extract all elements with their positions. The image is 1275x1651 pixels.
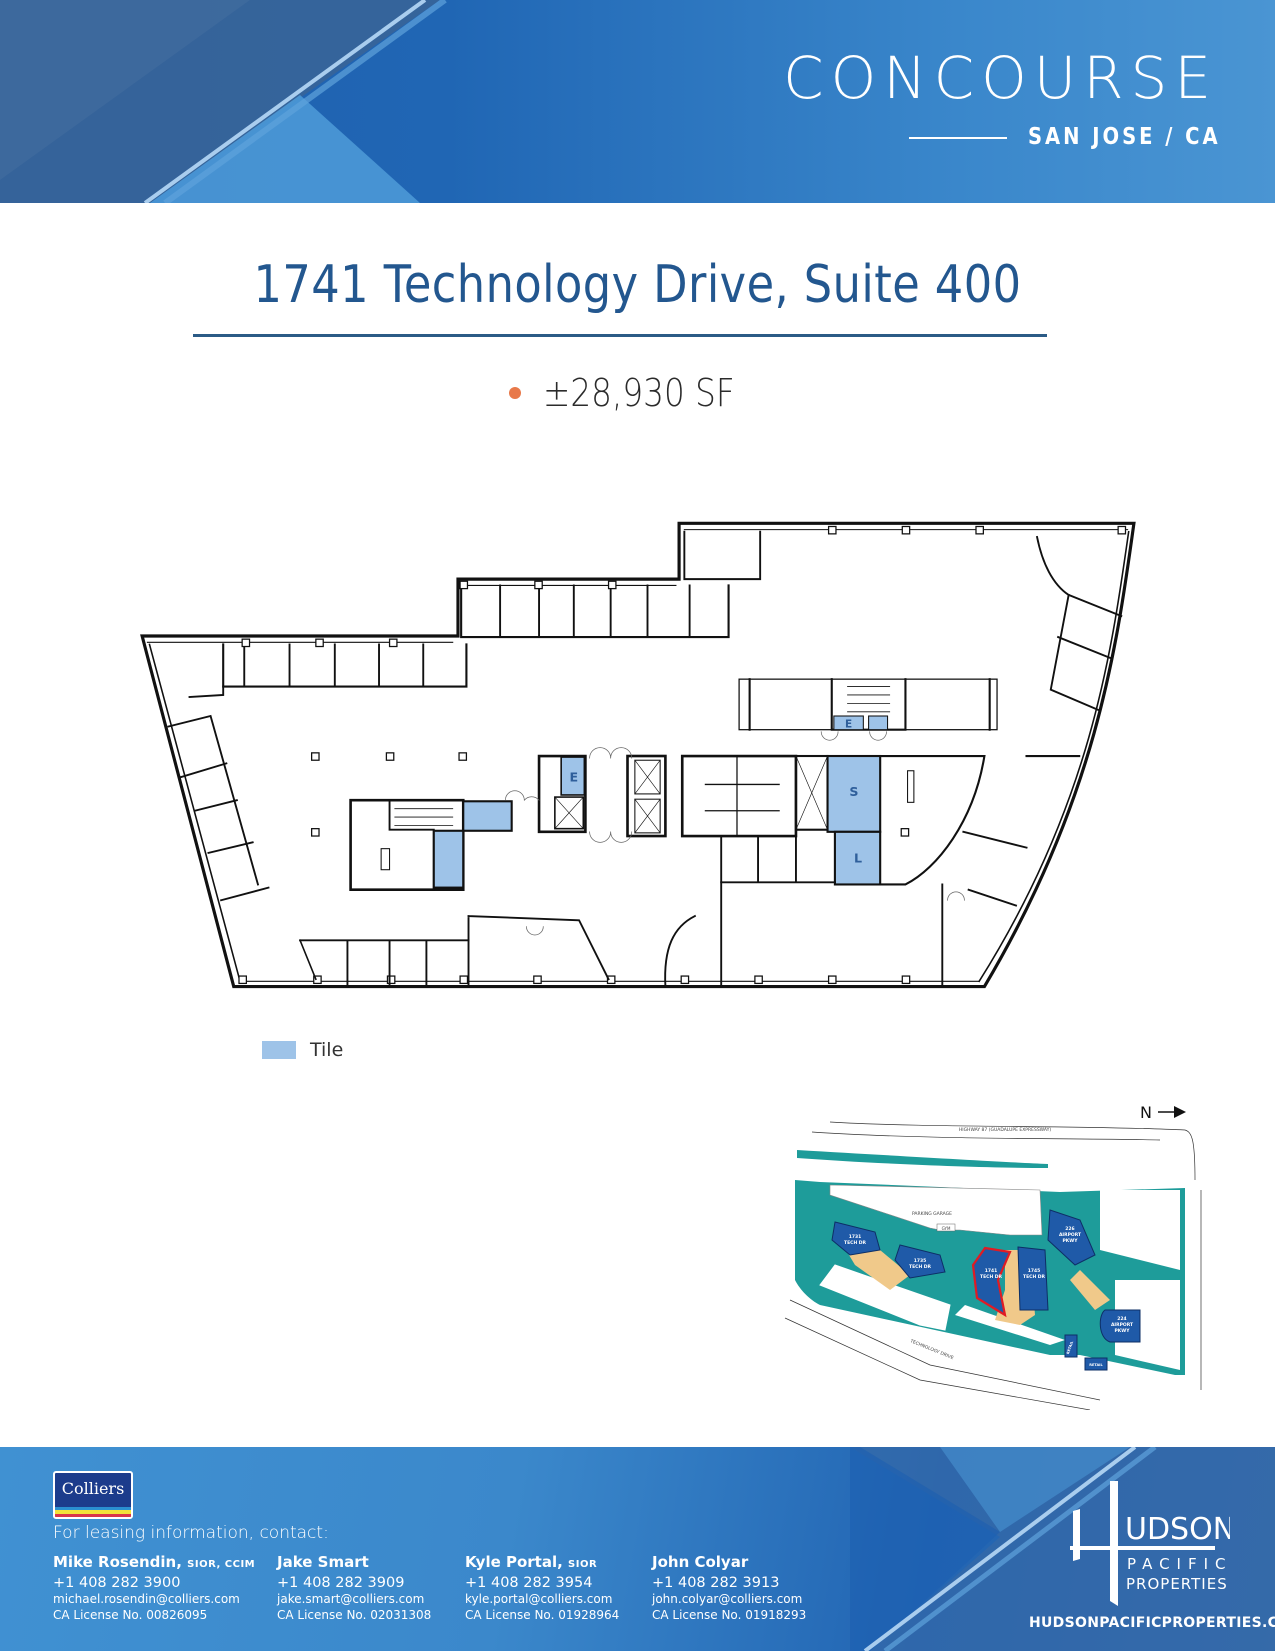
contact-name-row: Kyle Portal, SIOR (465, 1553, 619, 1574)
site-map-parking-label: PARKING GARAGE (912, 1211, 952, 1217)
footer-decoration (850, 1447, 1275, 1651)
contact-card: Jake Smart +1 408 282 3909 jake.smart@co… (277, 1553, 431, 1623)
highway-label: HIGHWAY 87 (GUADALUPE EXPRESSWAY) (959, 1127, 1051, 1133)
contact-phone[interactable]: +1 408 282 3900 (53, 1575, 181, 1591)
hudson-pacific-logo-mark: UDSON PACIFIC PROPERTIES (1070, 1481, 1235, 1606)
brand-divider (909, 137, 1007, 139)
contact-email[interactable]: kyle.portal@colliers.com (465, 1592, 613, 1606)
page-title: 1741 Technology Drive, Suite 400 (253, 255, 1022, 315)
building-224-street: AIRPORT (1111, 1322, 1134, 1328)
owner-website-link[interactable]: HUDSONPACIFICPROPERTIES.COM (1029, 1615, 1275, 1631)
building-1735-number: 1735 (914, 1258, 927, 1264)
tile-label-s: S (849, 784, 858, 799)
contact-phone[interactable]: +1 408 282 3954 (465, 1575, 593, 1591)
contact-license: CA License No. 02031308 (277, 1607, 432, 1622)
contact-name-row: Jake Smart (277, 1553, 431, 1574)
site-map: PARKING GARAGE GYM 1731 TECH DR 1735 TEC… (780, 1100, 1210, 1411)
colliers-logo-stripes (55, 1507, 131, 1517)
building-1745-street: TECH DR (1023, 1274, 1046, 1280)
contact-credentials: SIOR (568, 1559, 598, 1570)
building-1741-number: 1741 (985, 1268, 998, 1274)
legend-swatch-tile (262, 1041, 296, 1059)
contact-name: John Colyar (652, 1553, 749, 1571)
retail-2-label: RETAIL (1089, 1363, 1103, 1367)
hpp-logo-line1: UDSON (1125, 1512, 1230, 1547)
colliers-logo-text: Colliers (61, 1479, 125, 1498)
area-row: ±28,930 SF (0, 370, 1275, 416)
contact-credentials: SIOR, CCIM (187, 1559, 256, 1570)
north-arrow-icon (1158, 1106, 1186, 1118)
header-banner: CONCOURSE SAN JOSE / CA (0, 0, 1275, 203)
header-decoration (0, 0, 447, 203)
site-map-drawing: PARKING GARAGE GYM 1731 TECH DR 1735 TEC… (784, 1103, 1202, 1411)
tile-label-e1: E (569, 769, 578, 784)
contact-card: Mike Rosendin, SIOR, CCIM +1 408 282 390… (53, 1553, 255, 1623)
building-226-street: AIRPORT (1059, 1232, 1082, 1238)
tile-label-e2: E (845, 719, 852, 731)
colliers-logo: Colliers (53, 1471, 133, 1519)
brand-location: SAN JOSE / CA (1028, 124, 1221, 150)
building-1731-street: TECH DR (844, 1240, 867, 1246)
hpp-logo-line3: PROPERTIES (1126, 1575, 1228, 1593)
area-value: ±28,930 SF (543, 371, 735, 415)
contact-name: Kyle Portal, (465, 1553, 563, 1571)
building-224-suffix: PKWY (1114, 1328, 1130, 1334)
contact-license: CA License No. 00826095 (53, 1607, 208, 1622)
building-226-number: 226 (1065, 1226, 1074, 1232)
contact-name: Mike Rosendin, (53, 1553, 182, 1571)
title-divider (193, 334, 1047, 337)
building-1745-number: 1745 (1028, 1268, 1041, 1274)
hpp-logo-line2: PACIFIC (1127, 1555, 1230, 1573)
contact-email[interactable]: michael.rosendin@colliers.com (53, 1592, 240, 1606)
bullet-icon (509, 386, 522, 399)
contact-lead: For leasing information, contact: (53, 1523, 329, 1543)
legend-label-tile: Tile (310, 1039, 344, 1061)
contact-email[interactable]: john.colyar@colliers.com (652, 1592, 803, 1606)
street-label: TECHNOLOGY DRIVE (908, 1338, 954, 1361)
building-226-suffix: PKWY (1062, 1238, 1078, 1244)
building-1741-street: TECH DR (980, 1274, 1003, 1280)
contact-name-row: John Colyar (652, 1553, 806, 1574)
brand-title: CONCOURSE (783, 44, 1218, 112)
contact-phone[interactable]: +1 408 282 3913 (652, 1575, 780, 1591)
building-1731-number: 1731 (849, 1234, 862, 1240)
contact-name-row: Mike Rosendin, SIOR, CCIM (53, 1553, 255, 1574)
contact-card: Kyle Portal, SIOR +1 408 282 3954 kyle.p… (465, 1553, 619, 1623)
contact-card: John Colyar +1 408 282 3913 john.colyar@… (652, 1553, 806, 1623)
contact-phone[interactable]: +1 408 282 3909 (277, 1575, 405, 1591)
contact-email[interactable]: jake.smart@colliers.com (277, 1592, 425, 1606)
hudson-pacific-logo: UDSON PACIFIC PROPERTIES (1070, 1481, 1235, 1606)
contact-license: CA License No. 01918293 (652, 1607, 807, 1622)
footer: Colliers For leasing information, contac… (0, 1447, 1275, 1651)
retail-1-label: RETAIL (1066, 1340, 1075, 1355)
contact-license: CA License No. 01928964 (465, 1607, 620, 1622)
contact-name: Jake Smart (277, 1553, 369, 1571)
north-label: N (1140, 1103, 1152, 1122)
building-224-number: 224 (1117, 1316, 1126, 1322)
tile-label-l: L (854, 850, 862, 865)
building-1735-street: TECH DR (909, 1264, 932, 1270)
site-map-gym-label: GYM (942, 1226, 951, 1231)
